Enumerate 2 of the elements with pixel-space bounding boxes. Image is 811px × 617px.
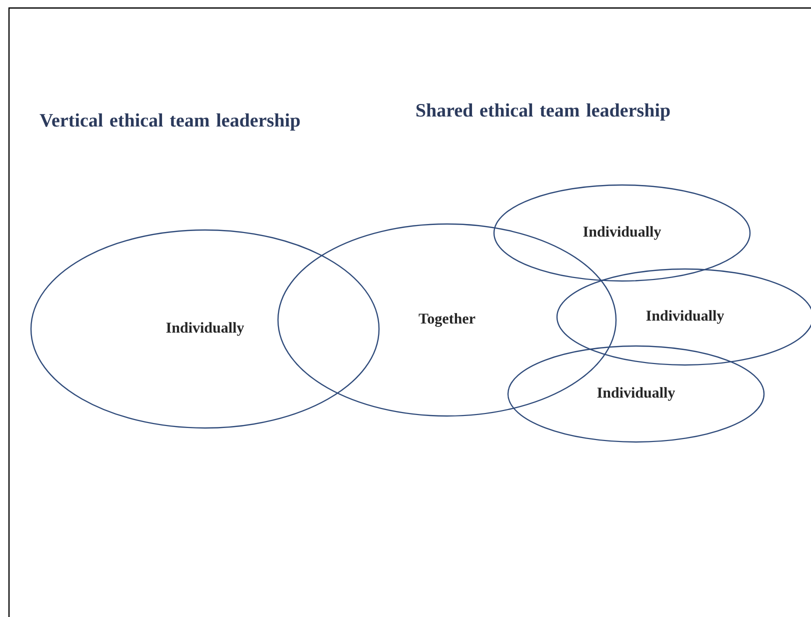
heading: Shared ethical team leadership bbox=[416, 103, 670, 121]
heading: Vertical ethical team leadership bbox=[40, 113, 300, 131]
